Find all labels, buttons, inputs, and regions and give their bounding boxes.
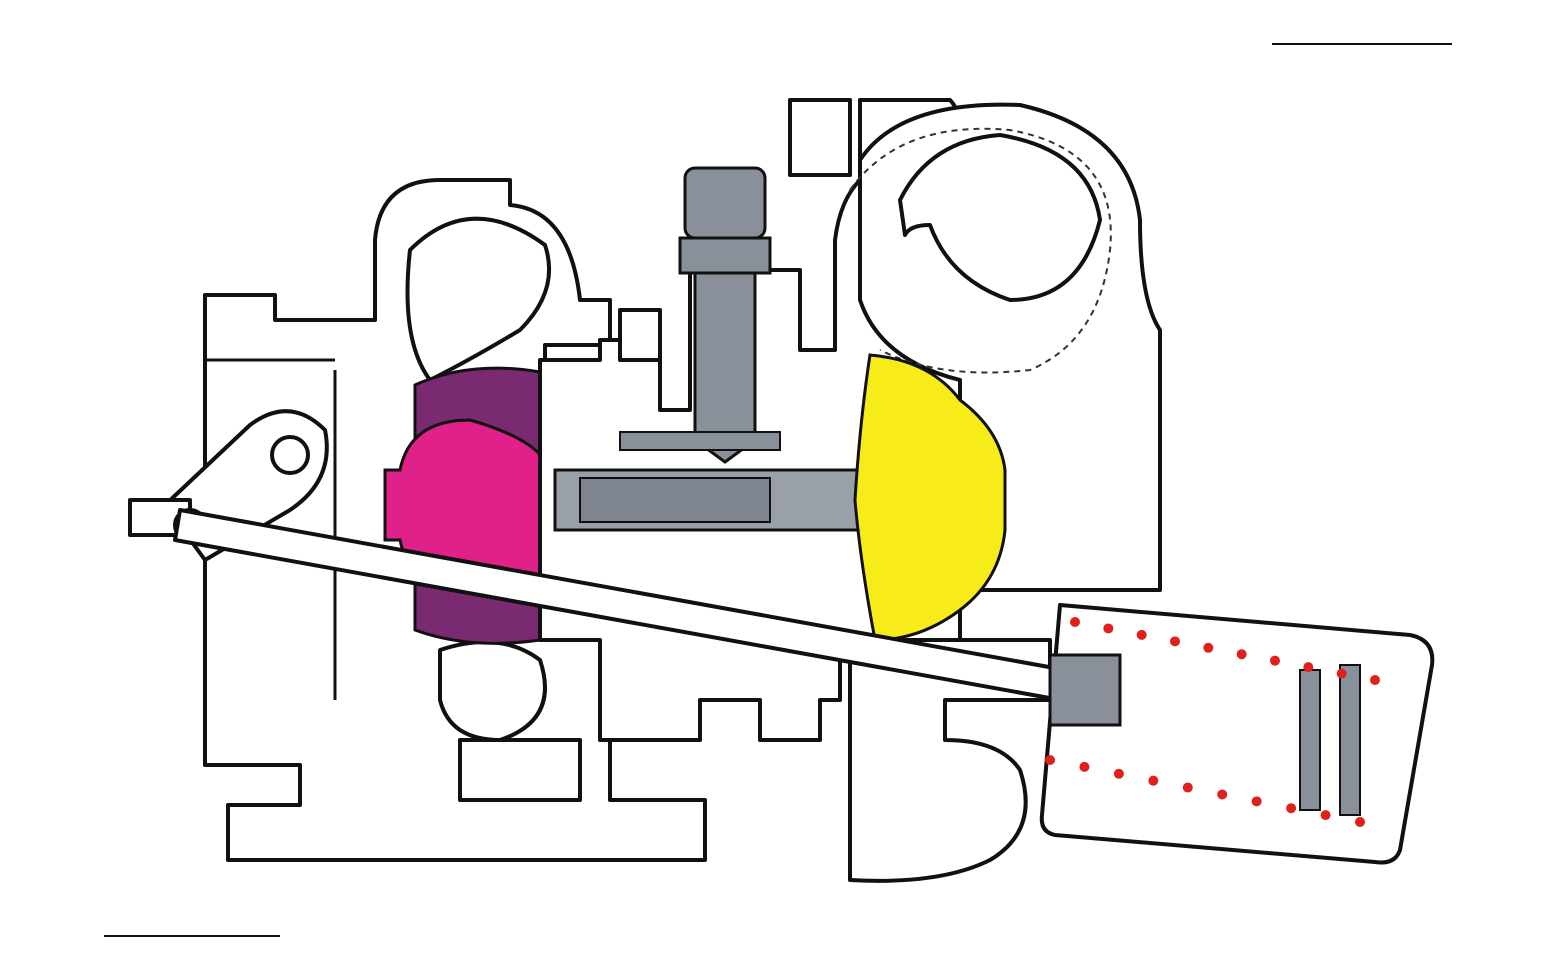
spring-coil-dot (1320, 810, 1331, 821)
spring-coil-dot (1103, 623, 1114, 634)
spring-coil-dot (1148, 775, 1159, 786)
spring-coil-dot (1270, 655, 1280, 666)
compressor-housing (848, 102, 1162, 883)
spring-coil-dot (1236, 649, 1247, 660)
spring-coil-dot (1170, 636, 1180, 647)
spring-coil-dot (1113, 768, 1124, 779)
spring-coil-dot (1286, 803, 1297, 814)
spring-coil-dot (1217, 789, 1228, 800)
spring-coil-dot (1355, 817, 1365, 827)
spring-coil-dot (1336, 668, 1347, 679)
spring-coil-dot (1079, 761, 1090, 772)
oil-feed-fitting (619, 166, 781, 464)
wastegate-actuator (1039, 603, 1435, 865)
spring-coil-dot (1045, 755, 1055, 765)
turbo-shaft (553, 468, 1062, 532)
compressor-wheel (853, 353, 1007, 642)
spring-coil-dot (1070, 617, 1080, 627)
spring-coil-dot (1203, 642, 1214, 653)
spring-coil-dot (1303, 662, 1314, 673)
spring-coil-dot (1370, 675, 1380, 685)
spring-coil-dot (1251, 796, 1262, 807)
spring-coil-dot (1182, 782, 1193, 793)
spring-coil-dot (1136, 629, 1147, 640)
